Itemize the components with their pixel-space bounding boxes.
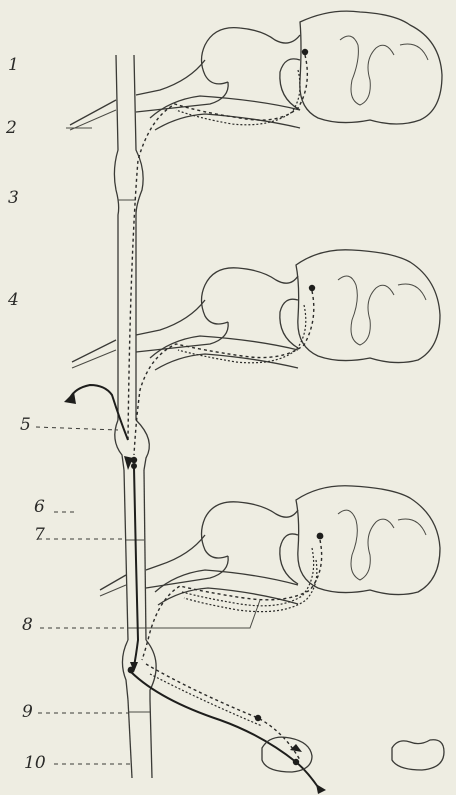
pathway-middle	[64, 285, 315, 470]
label-5: 5	[20, 415, 31, 435]
sympathetic-trunk	[114, 55, 156, 778]
label-4: 4	[7, 290, 19, 310]
pathway-upper	[128, 49, 308, 440]
label-6: 6	[34, 497, 45, 517]
organ-outline	[392, 740, 444, 770]
spinal-segment-lower	[100, 486, 440, 628]
label-7: 7	[34, 525, 45, 545]
label-8: 8	[22, 615, 33, 635]
label-9: 9	[22, 702, 33, 722]
label-2: 2	[5, 118, 17, 138]
label-1: 1	[8, 55, 19, 75]
label-3: 3	[8, 188, 19, 208]
spinal-segment-upper	[70, 11, 442, 130]
spinal-segment-middle	[72, 250, 440, 370]
label-10: 10	[24, 753, 46, 773]
